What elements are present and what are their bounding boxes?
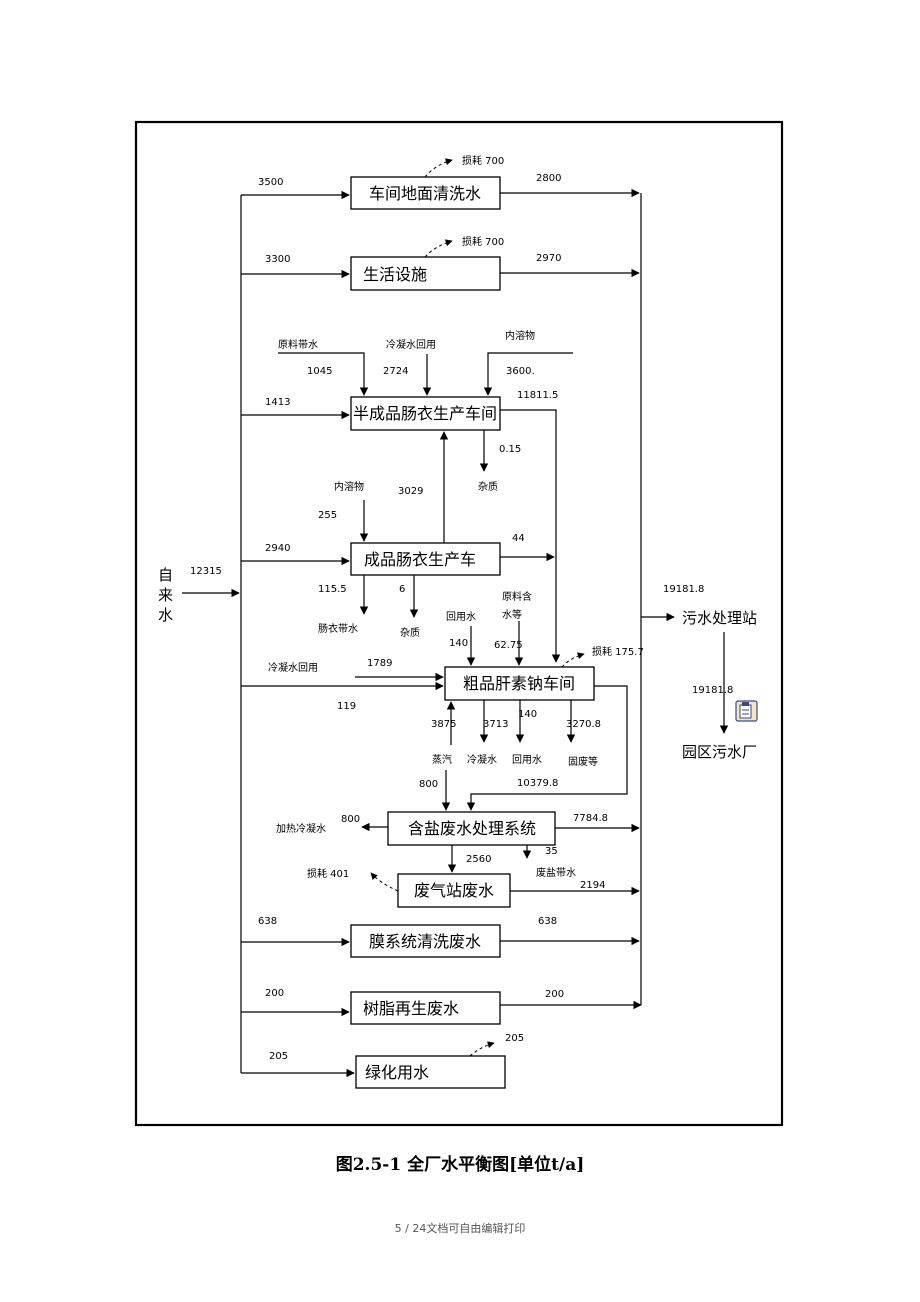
box-finished-casing-label: 成品肠衣生产车 bbox=[364, 550, 476, 569]
reuse-water-in-label: 回用水 bbox=[446, 611, 476, 623]
total-to-station-value: 19181.8 bbox=[663, 584, 704, 595]
park-plant-label: 园区污水厂 bbox=[682, 743, 757, 761]
page-footer: 5 / 24文档可自由编辑打印 bbox=[394, 1222, 526, 1235]
station-to-park-value: 19181.8 bbox=[692, 685, 733, 696]
solid-waste-value: 3270.8 bbox=[566, 719, 601, 730]
reuse-water-in-value: 140 bbox=[449, 638, 468, 649]
fin-impurity-value: 6 bbox=[399, 584, 405, 595]
steam-label: 蒸汽 bbox=[432, 753, 452, 766]
tap-water-label-2: 来 bbox=[158, 586, 173, 604]
casing-water-value: 115.5 bbox=[318, 584, 347, 595]
box-finished-casing bbox=[350, 542, 501, 576]
tap-water-label-3: 水 bbox=[158, 606, 173, 624]
raw-water-label: 原料带水 bbox=[278, 338, 318, 351]
semi-impurity-label: 杂质 bbox=[478, 481, 498, 493]
tap-water-label-1: 自 bbox=[158, 566, 173, 584]
salt-to-station-value: 7784.8 bbox=[573, 813, 608, 824]
box-semi-casing bbox=[350, 396, 501, 431]
raw-content-label-2: 水等 bbox=[502, 608, 522, 621]
content-mid-label: 内溶物 bbox=[334, 480, 364, 493]
in-membrane-value: 638 bbox=[258, 916, 277, 927]
waste-salt-label: 废盐带水 bbox=[536, 866, 576, 879]
in-greening-value: 205 bbox=[269, 1051, 288, 1062]
raw-content-value: 62.75 bbox=[494, 640, 523, 651]
box-salt-treat bbox=[387, 811, 556, 846]
box-semi-casing-label: 半成品肠衣生产车间 bbox=[353, 404, 497, 423]
loss-floor-label: 损耗 700 bbox=[462, 154, 504, 167]
box-resin-label: 树脂再生废水 bbox=[363, 999, 459, 1018]
gas-out-value: 2194 bbox=[580, 880, 605, 891]
box-greening-label: 绿化用水 bbox=[365, 1063, 429, 1082]
heparin-to-salt-value: 10379.8 bbox=[517, 778, 558, 789]
cond-reuse-left-value: 1789 bbox=[367, 658, 392, 669]
in-living-value: 3300 bbox=[265, 254, 290, 265]
cond-reuse-top-label: 冷凝水回用 bbox=[386, 338, 436, 351]
box-floor-wash bbox=[350, 176, 501, 210]
heating-cond-label: 加热冷凝水 bbox=[276, 822, 326, 835]
box-salt-treat-label: 含盐废水处理系统 bbox=[408, 819, 536, 838]
content-mid-value: 255 bbox=[318, 510, 337, 521]
salt-small-value: 35 bbox=[545, 846, 558, 857]
box-greening bbox=[355, 1055, 506, 1089]
semi-impurity-value: 0.15 bbox=[499, 444, 521, 455]
reuse-out-value: 140 bbox=[518, 709, 537, 720]
casing-water-label: 肠衣带水 bbox=[318, 622, 358, 635]
diagram-frame bbox=[134, 120, 784, 1127]
loss-heparin-label: 损耗 175.7 bbox=[592, 645, 644, 658]
solid-waste-label: 固废等 bbox=[568, 755, 598, 768]
out-floor-value: 2800 bbox=[536, 173, 561, 184]
box-waste-gas bbox=[397, 873, 511, 908]
box-waste-gas-label: 废气站废水 bbox=[414, 881, 494, 900]
in-semi-value: 1413 bbox=[265, 397, 290, 408]
clipboard-icon bbox=[735, 700, 758, 722]
cond-reuse-left-label: 冷凝水回用 bbox=[268, 661, 318, 674]
box-floor-wash-label: 车间地面清洗水 bbox=[369, 184, 481, 203]
in-finished-value: 2940 bbox=[265, 543, 290, 554]
loss-living-label: 损耗 700 bbox=[462, 235, 504, 248]
figure-caption: 图2.5-1 全厂水平衡图[单位t/a] bbox=[335, 1155, 585, 1175]
raw-content-label-1: 原料含 bbox=[502, 590, 532, 603]
steam-value: 3875 bbox=[431, 719, 456, 730]
finished-to-semi-value: 3029 bbox=[398, 486, 423, 497]
in-floor-value: 3500 bbox=[258, 177, 283, 188]
heating-cond-value: 800 bbox=[341, 814, 360, 825]
box-membrane-label: 膜系统清洗废水 bbox=[369, 932, 481, 951]
cond-value: 3713 bbox=[483, 719, 508, 730]
reuse-out-label: 回用水 bbox=[512, 754, 542, 766]
box-membrane bbox=[350, 924, 501, 958]
in-heparin-value: 119 bbox=[337, 701, 356, 712]
box-resin bbox=[350, 991, 501, 1025]
steam-in-value: 800 bbox=[419, 779, 438, 790]
out-membrane-value: 638 bbox=[538, 916, 557, 927]
content-top-value: 3600. bbox=[506, 366, 535, 377]
out-living-value: 2970 bbox=[536, 253, 561, 264]
in-resin-value: 200 bbox=[265, 988, 284, 999]
salt-to-gas-value: 2560 bbox=[466, 854, 491, 865]
fin-impurity-label: 杂质 bbox=[400, 627, 420, 639]
cond-reuse-top-value: 2724 bbox=[383, 366, 408, 377]
out-greening-value: 205 bbox=[505, 1033, 524, 1044]
box-heparin-label: 粗品肝素钠车间 bbox=[463, 674, 575, 693]
out-resin-value: 200 bbox=[545, 989, 564, 1000]
sewage-station-label: 污水处理站 bbox=[682, 609, 757, 627]
out-finished-value: 44 bbox=[512, 533, 525, 544]
content-top-label: 内溶物 bbox=[505, 329, 535, 342]
box-living-label: 生活设施 bbox=[363, 265, 427, 284]
loss-gas-label: 损耗 401 bbox=[307, 867, 349, 880]
raw-water-value: 1045 bbox=[307, 366, 332, 377]
cond-label: 冷凝水 bbox=[467, 753, 497, 766]
box-living bbox=[350, 256, 501, 291]
tap-total-value: 12315 bbox=[190, 566, 222, 577]
out-semi-value: 11811.5 bbox=[517, 390, 558, 401]
